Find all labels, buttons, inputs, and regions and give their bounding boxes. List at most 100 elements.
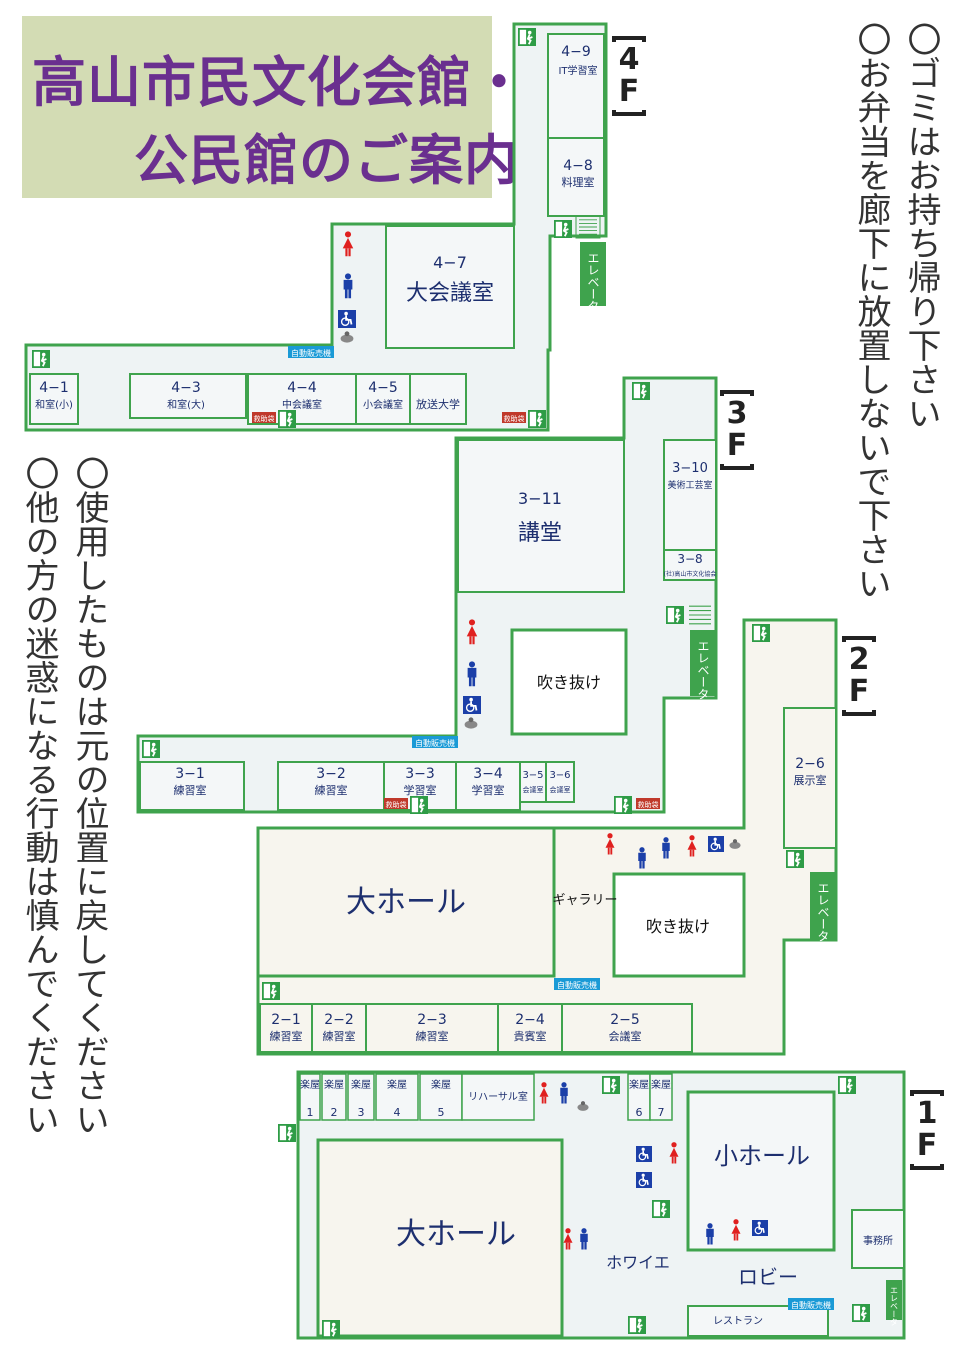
atrium-2f xyxy=(612,872,746,978)
exit-icon xyxy=(142,740,160,758)
first-aid-4f-b-label: 救助袋 xyxy=(504,414,525,423)
room-4-4-number: 4−4 xyxy=(287,380,317,396)
room-3-11-name: 講堂 xyxy=(518,521,562,546)
elevator-1f xyxy=(886,1280,902,1320)
room-3-3-name: 学習室 xyxy=(404,783,437,797)
room-2-5 xyxy=(561,1003,693,1053)
room-4-8-name: 料理室 xyxy=(562,175,595,189)
exit-icon xyxy=(666,606,684,624)
room-2-4 xyxy=(497,1003,563,1053)
exit-icon xyxy=(752,624,770,642)
room-3-8-name: (社)高山市文化協会 xyxy=(664,570,717,578)
exit-icon xyxy=(278,410,296,428)
first-aid-4f-a-label: 救助袋 xyxy=(254,414,275,423)
exit-icon xyxy=(554,220,572,238)
room-3-2 xyxy=(277,761,385,811)
exit-icon xyxy=(262,982,280,1000)
restaurant-1f xyxy=(687,1305,829,1337)
gakuya-5-number: 5 xyxy=(438,1106,445,1119)
office-1f xyxy=(851,1209,905,1269)
floor-3f: エレベータ 3−11 講堂 3−10 美術工芸室 3−8 (社)高山市文化協会 … xyxy=(136,376,718,814)
exit-icon xyxy=(852,1304,870,1322)
atrium-2f-label: 吹き抜け xyxy=(646,917,710,936)
room-2-1 xyxy=(259,1003,313,1053)
room-3-6-number: 3−6 xyxy=(549,770,570,781)
elevator-3f xyxy=(690,630,716,696)
foyer-label: ホワイエ xyxy=(606,1253,670,1272)
dressing-rooms xyxy=(299,1073,673,1121)
room-3-10-name: 美術工芸室 xyxy=(667,479,712,491)
gakuya-label: 楽屋 xyxy=(324,1078,344,1091)
exit-icon xyxy=(838,1076,856,1094)
gakuya-label: 楽屋 xyxy=(300,1078,320,1091)
room-3-1-name: 練習室 xyxy=(174,783,207,797)
note-return-items: 〇使用したものは元の位置に戻してください xyxy=(69,456,109,1136)
wheelchair-icon xyxy=(752,1220,768,1236)
exit-icon xyxy=(32,350,50,368)
room-2-5-number: 2−5 xyxy=(610,1012,640,1028)
gakuya-label: 楽屋 xyxy=(387,1078,407,1091)
gakuya-label: 楽屋 xyxy=(651,1078,671,1091)
wheelchair-icon xyxy=(708,836,724,852)
gakuya-label: 楽屋 xyxy=(431,1078,451,1091)
wheelchair-icon xyxy=(338,310,356,328)
daihall-1f xyxy=(316,1138,564,1338)
first-aid-3f-a xyxy=(384,798,408,809)
room-4-5 xyxy=(355,373,411,425)
room-2-4-number: 2−4 xyxy=(515,1012,545,1028)
note-bento: 〇お弁当を廊下に放置しないで下さい xyxy=(851,22,891,600)
room-4-7-number: 4−7 xyxy=(433,253,467,272)
room-4-5-number: 4−5 xyxy=(368,380,398,396)
room-4-1 xyxy=(29,373,79,425)
room-3-5-name: 会議室 xyxy=(523,785,544,794)
title-box: 高山市民文化会館・ 公民館のご案内 xyxy=(22,16,526,198)
room-3-1-number: 3−1 xyxy=(175,766,205,782)
room-3-11-number: 3−11 xyxy=(518,489,562,508)
room-4-7-name: 大会議室 xyxy=(406,281,494,306)
exit-icon xyxy=(786,850,804,868)
vending-machine-1f-label: 自動販売機 xyxy=(791,1300,831,1310)
room-4-5-name: 小会議室 xyxy=(363,398,403,411)
room-2-2-number: 2−2 xyxy=(324,1012,354,1028)
vending-machine-3f xyxy=(412,736,458,748)
room-2-4-name: 貴賓室 xyxy=(514,1029,547,1043)
vending-machine-4f xyxy=(288,346,334,358)
vending-machine-2f xyxy=(554,978,600,990)
room-3-1 xyxy=(139,761,245,811)
room-2-1-number: 2−1 xyxy=(271,1012,301,1028)
restaurant-label: レストラン xyxy=(713,1315,763,1327)
vending-machine-3f-label: 自動販売機 xyxy=(415,738,455,748)
room-3-4-number: 3−4 xyxy=(473,766,503,782)
room-4-8-number: 4−8 xyxy=(563,158,593,174)
first-aid-4f-a xyxy=(252,412,276,423)
vending-machine-2f-label: 自動販売機 xyxy=(557,980,597,990)
floor-4f: エレベータ 4−9 IT学習室 4−8 料理室 4−7 大会議室 4−1 和室(… xyxy=(24,22,608,432)
daihall-1f-label: 大ホール xyxy=(396,1217,516,1252)
gakuya-label: 楽屋 xyxy=(351,1078,371,1091)
exit-icon xyxy=(632,382,650,400)
gakuya-7-number: 7 xyxy=(658,1106,665,1119)
exit-icon xyxy=(322,1320,340,1338)
room-4-3-number: 4−3 xyxy=(171,380,201,396)
note-courtesy: 〇他の方の迷惑になる行動は慎んでください xyxy=(19,456,59,1136)
first-aid-3f-a-label: 救助袋 xyxy=(386,800,407,809)
room-3-5 xyxy=(519,761,547,803)
room-4-8 xyxy=(547,137,605,217)
room-2-2-name: 練習室 xyxy=(323,1029,356,1043)
elevator-4f-label: エレベータ xyxy=(586,252,600,312)
wheelchair-icon xyxy=(463,696,481,714)
gakuya-1-number: 1 xyxy=(307,1106,314,1119)
room-4-9-name: IT学習室 xyxy=(558,64,597,77)
exit-icon xyxy=(528,410,546,428)
first-aid-4f-b xyxy=(502,412,526,423)
room-3-2-number: 3−2 xyxy=(316,766,346,782)
exit-icon xyxy=(518,28,536,46)
gakuya-2-number: 2 xyxy=(331,1106,338,1119)
room-4-7 xyxy=(385,225,515,349)
room-3-11 xyxy=(457,439,625,593)
shohall-1f-label: 小ホール xyxy=(714,1142,810,1170)
room-2-3-name: 練習室 xyxy=(416,1029,449,1043)
